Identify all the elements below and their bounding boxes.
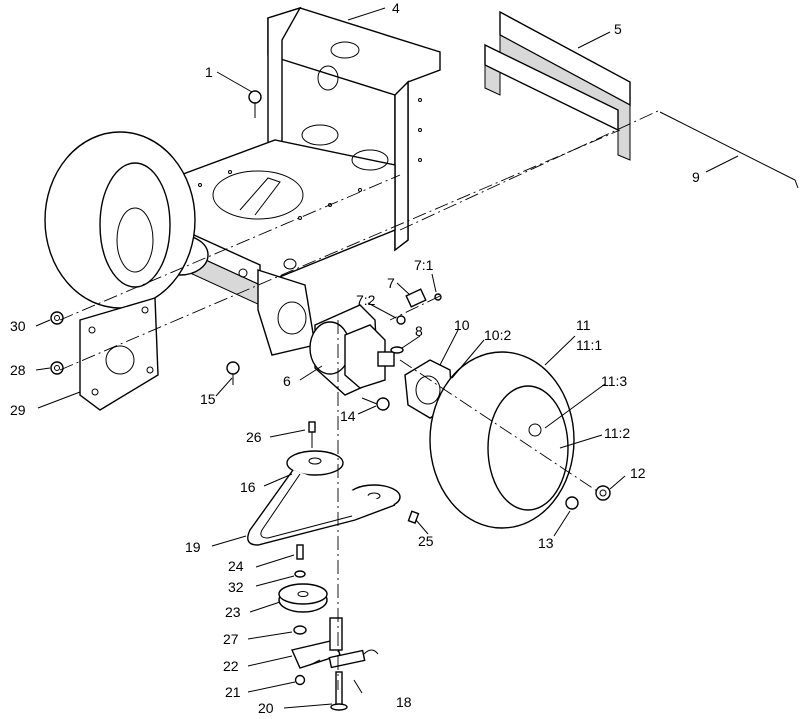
callout-8: 8 <box>415 323 423 339</box>
bolt-14 <box>361 397 390 411</box>
callout-11-1: 11:1 <box>576 337 602 353</box>
callout-29: 29 <box>10 402 26 418</box>
callout-1: 1 <box>205 64 213 80</box>
callout-30: 30 <box>10 318 26 334</box>
nut-30 <box>50 311 64 325</box>
callout-32: 32 <box>228 579 244 595</box>
callout-24: 24 <box>228 558 244 574</box>
spacer-27 <box>293 625 307 635</box>
callout-26: 26 <box>246 429 262 445</box>
left-wheel <box>44 131 196 309</box>
right-wheel <box>429 351 575 529</box>
nut-28 <box>50 361 64 375</box>
transmission <box>309 304 395 396</box>
nut-21 <box>294 674 306 686</box>
callout-21: 21 <box>225 684 241 700</box>
pulley-16 <box>286 450 344 476</box>
fitting-7 <box>396 288 442 325</box>
callout-22: 22 <box>223 658 239 674</box>
bolt-1 <box>248 90 262 118</box>
callout-13: 13 <box>538 535 554 551</box>
callout-28: 28 <box>10 362 26 378</box>
callout-11-3: 11:3 <box>601 373 627 389</box>
washer-32 <box>294 570 306 578</box>
leader-lines <box>35 7 739 709</box>
idler-arm-22 <box>291 617 343 669</box>
callout-labels: 1 4 5 9 7:1 7 7:2 8 10 10:2 11 11:1 11:3… <box>10 0 700 716</box>
callout-9: 9 <box>692 169 700 185</box>
callout-6: 6 <box>283 373 291 389</box>
callout-10: 10 <box>454 317 470 333</box>
bolt-20 <box>330 671 348 711</box>
callout-14: 14 <box>340 408 356 424</box>
callout-18: 18 <box>396 694 412 710</box>
rod <box>659 111 799 189</box>
nut-12 <box>595 485 611 501</box>
callout-19: 19 <box>185 539 201 555</box>
callout-16: 16 <box>240 479 256 495</box>
washer-13 <box>565 496 579 510</box>
centerlines <box>59 109 661 690</box>
callout-10-2: 10:2 <box>484 327 511 343</box>
belt-19 <box>247 469 396 546</box>
callout-23: 23 <box>225 604 241 620</box>
callout-27: 27 <box>223 631 239 647</box>
side-plate <box>79 297 159 411</box>
shield-plate <box>484 10 631 161</box>
callout-11: 11 <box>576 317 591 333</box>
callout-11-2: 11:2 <box>604 425 630 441</box>
callout-7-1: 7:1 <box>414 257 434 273</box>
callout-5: 5 <box>614 21 622 37</box>
callout-15: 15 <box>200 391 216 407</box>
bolt-15 <box>226 361 240 385</box>
callout-20: 20 <box>258 700 274 716</box>
pulley-23 <box>278 583 328 613</box>
callout-7: 7 <box>387 275 395 291</box>
callout-12: 12 <box>630 465 646 481</box>
callout-7-2: 7:2 <box>356 292 376 308</box>
callout-4: 4 <box>392 0 400 16</box>
key-8 <box>390 346 404 354</box>
pin-26 <box>308 421 316 448</box>
bolt-24 <box>296 544 304 560</box>
callout-25: 25 <box>418 533 434 549</box>
